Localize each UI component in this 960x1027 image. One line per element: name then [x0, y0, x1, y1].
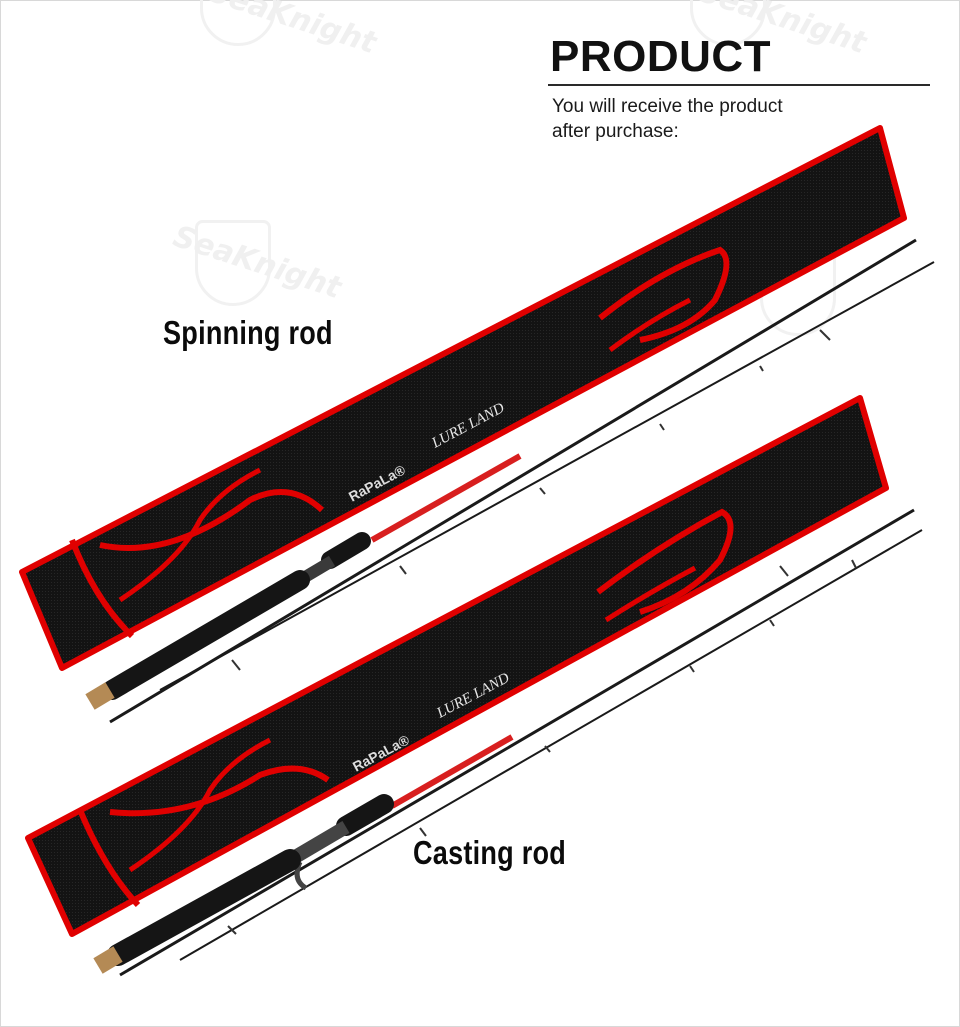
subtitle-line-2: after purchase:	[552, 121, 679, 142]
page-title: PRODUCT	[550, 32, 772, 81]
spinning-rod-bag	[19, 125, 907, 671]
title-divider	[548, 84, 930, 86]
subtitle: You will receive the product after purch…	[552, 94, 852, 144]
spinning-rod-label: Spinning rod	[163, 314, 333, 351]
casting-rod	[93, 508, 923, 977]
watermark-shield-icon	[195, 220, 271, 306]
spinning-rod	[85, 238, 935, 724]
casting-rod-bag	[25, 395, 889, 937]
subtitle-line-1: You will receive the product	[552, 96, 783, 117]
casting-rod-label: Casting rod	[413, 834, 567, 871]
